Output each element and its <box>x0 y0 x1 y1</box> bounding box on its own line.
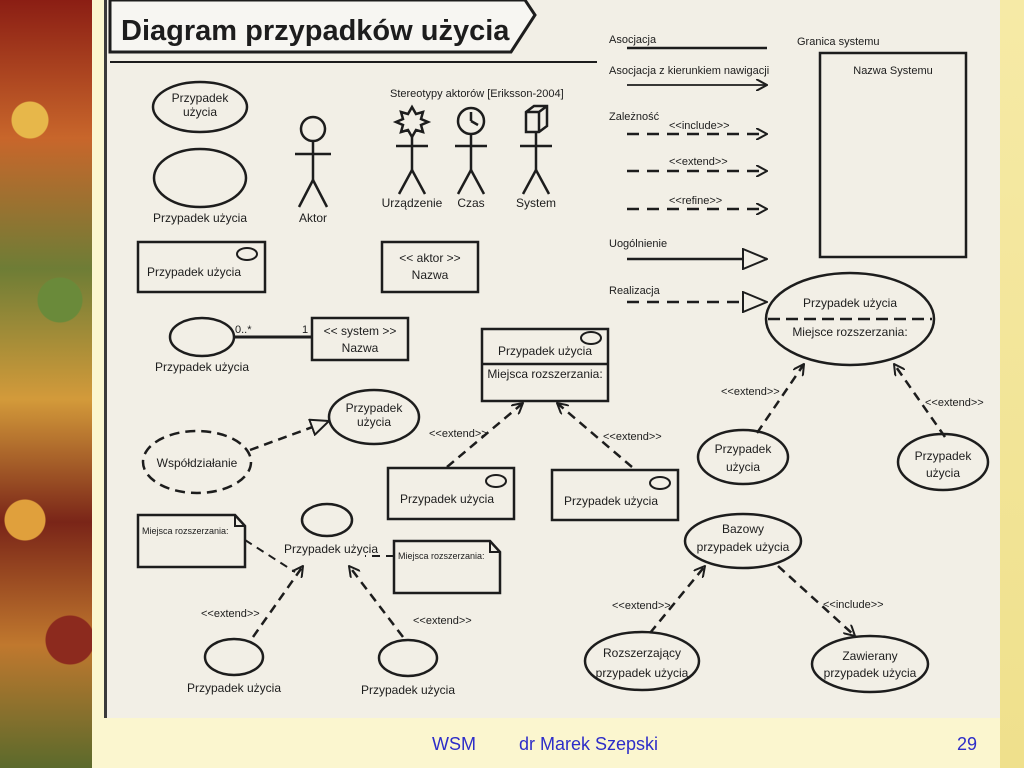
svg-text:przypadek użycia: przypadek użycia <box>824 666 917 680</box>
svg-text:Zawierany: Zawierany <box>842 649 897 663</box>
actor-stick-figure <box>295 115 331 208</box>
svg-text:Nazwa: Nazwa <box>342 341 379 355</box>
page-number: 29 <box>957 734 978 754</box>
svg-text:Bazowy: Bazowy <box>722 522 764 536</box>
extending-use-case-left: Przypadek użycia <box>386 466 516 521</box>
decorative-left-strip <box>0 0 92 768</box>
title-banner: Diagram przypadków użycia <box>108 0 537 54</box>
svg-text:Miejsce rozszerzania:: Miejsce rozszerzania: <box>792 325 907 339</box>
svg-text:<<extend>>: <<extend>> <box>612 600 671 612</box>
base-use-case: Bazowy przypadek użycia <box>683 512 803 570</box>
svg-text:przypadek użycia: przypadek użycia <box>596 666 689 680</box>
svg-text:<<extend>>: <<extend>> <box>429 428 488 440</box>
svg-text:<< system >>: << system >> <box>324 324 397 338</box>
legend-realization: Realizacja <box>609 285 661 297</box>
svg-text:Przypadek użycia: Przypadek użycia <box>284 542 378 556</box>
svg-text:Przypadek: Przypadek <box>915 449 973 463</box>
svg-text:Miejsca rozszerzania:: Miejsca rozszerzania: <box>487 367 602 381</box>
page-title: Diagram przypadków użycia <box>121 15 510 47</box>
legend-navigable-association: Asocjacja z kierunkiem nawigacji <box>609 65 769 77</box>
svg-text:Przypadek użycia: Przypadek użycia <box>498 344 592 358</box>
extension-note-left: Miejsca rozszerzania: <box>136 513 247 569</box>
system-actor <box>520 104 552 195</box>
svg-text:<< aktor >>: << aktor >> <box>399 251 460 265</box>
svg-text:Przypadek użycia: Przypadek użycia <box>564 494 658 508</box>
use-case-rectangle: Przypadek użycia <box>136 240 267 294</box>
diagram-scan: Diagram przypadków użycia Przypadek użyc… <box>104 0 1000 718</box>
svg-text:<<extend>>: <<extend>> <box>669 156 728 168</box>
extending-ellipse-bottom-right: Przypadek użycia <box>896 432 990 492</box>
svg-text:<<extend>>: <<extend>> <box>603 431 662 443</box>
svg-text:Nazwa Systemu: Nazwa Systemu <box>853 65 932 77</box>
svg-text:0..*: 0..* <box>235 324 252 336</box>
svg-text:Przypadek użycia: Przypadek użycia <box>400 492 494 506</box>
svg-text:Rozszerzający: Rozszerzający <box>603 646 681 660</box>
use-case-diagram: Diagram przypadków użycia Przypadek użyc… <box>108 0 990 697</box>
svg-text:<<extend>>: <<extend>> <box>201 608 260 620</box>
base-use-case-ellipse: Przypadek użycia <box>284 502 378 556</box>
device-label: Urządzenie <box>382 196 443 210</box>
included-use-case: Zawierany przypadek użycia <box>810 634 930 694</box>
svg-text:użycia: użycia <box>183 105 217 119</box>
svg-text:Przypadek użycia: Przypadek użycia <box>153 211 247 225</box>
svg-text:Współdziałanie: Współdziałanie <box>157 456 238 470</box>
svg-text:Miejsca rozszerzania:: Miejsca rozszerzania: <box>142 526 229 536</box>
actor-label: Aktor <box>299 211 327 225</box>
svg-text:<<extend>>: <<extend>> <box>925 397 984 409</box>
use-case-with-extension-points: Przypadek użycia Miejsca rozszerzania: <box>480 327 610 403</box>
svg-text:Przypadek użycia: Przypadek użycia <box>147 265 241 279</box>
clock-actor <box>455 106 487 195</box>
svg-text:przypadek użycia: przypadek użycia <box>697 540 790 554</box>
svg-text:Przypadek użycia: Przypadek użycia <box>361 683 455 697</box>
extending-ellipse-right: Przypadek użycia <box>361 638 455 697</box>
svg-text:<<include>>: <<include>> <box>823 599 884 611</box>
svg-text:<<include>>: <<include>> <box>669 120 730 132</box>
svg-text:Przypadek: Przypadek <box>172 91 230 105</box>
footer-author: dr Marek Szepski <box>519 734 659 754</box>
system-actor-label: System <box>516 196 556 210</box>
extending-ellipse-bottom-left: Przypadek użycia <box>696 428 790 486</box>
svg-text:Przypadek użycia: Przypadek użycia <box>803 296 897 310</box>
extending-use-case: Rozszerzający przypadek użycia <box>583 630 701 692</box>
extending-use-case-right: Przypadek użycia <box>550 468 680 522</box>
legend-dependency: Zależność <box>609 111 660 123</box>
extending-ellipse-left: Przypadek użycia <box>187 637 281 695</box>
svg-text:Przypadek użycia: Przypadek użycia <box>187 681 281 695</box>
actor-stereotype-box: << aktor >> Nazwa <box>380 240 480 294</box>
stereotypes-heading: Stereotypy aktorów [Eriksson-2004] <box>390 88 564 100</box>
svg-text:użycia: użycia <box>726 460 760 474</box>
use-case-ellipse-empty: Przypadek użycia <box>152 147 247 225</box>
svg-text:1: 1 <box>302 324 308 336</box>
time-label: Czas <box>457 196 484 210</box>
svg-text:Przypadek: Przypadek <box>346 401 404 415</box>
system-boundary-box <box>818 51 968 259</box>
decorative-right-strip <box>1000 0 1024 768</box>
use-case-system-association: 0..* 1 << system >> Nazwa Przypadek użyc… <box>155 316 410 374</box>
footer-left: WSM <box>432 734 476 754</box>
use-case-ellipse-labeled: Przypadek użycia <box>151 80 249 134</box>
device-actor <box>392 104 432 195</box>
svg-text:użycia: użycia <box>926 466 960 480</box>
extension-note-right: Miejsca rozszerzania: <box>392 539 502 595</box>
legend-generalization: Uogólnienie <box>609 238 667 250</box>
collaboration-realization: Współdziałanie Przypadek użycia <box>141 388 421 495</box>
legend-association: Asocjacja <box>609 34 657 46</box>
legend-system-boundary: Granica systemu <box>797 36 880 48</box>
svg-text:<<refine>>: <<refine>> <box>669 195 722 207</box>
svg-text:<<extend>>: <<extend>> <box>721 386 780 398</box>
svg-text:użycia: użycia <box>357 415 391 429</box>
svg-text:Nazwa: Nazwa <box>412 268 449 282</box>
use-case-ellipse-extension-point: Przypadek użycia Miejsce rozszerzania: <box>764 271 936 367</box>
svg-text:Miejsca rozszerzania:: Miejsca rozszerzania: <box>398 551 485 561</box>
svg-text:<<extend>>: <<extend>> <box>413 615 472 627</box>
svg-text:Przypadek: Przypadek <box>715 442 773 456</box>
svg-text:Przypadek użycia: Przypadek użycia <box>155 360 249 374</box>
